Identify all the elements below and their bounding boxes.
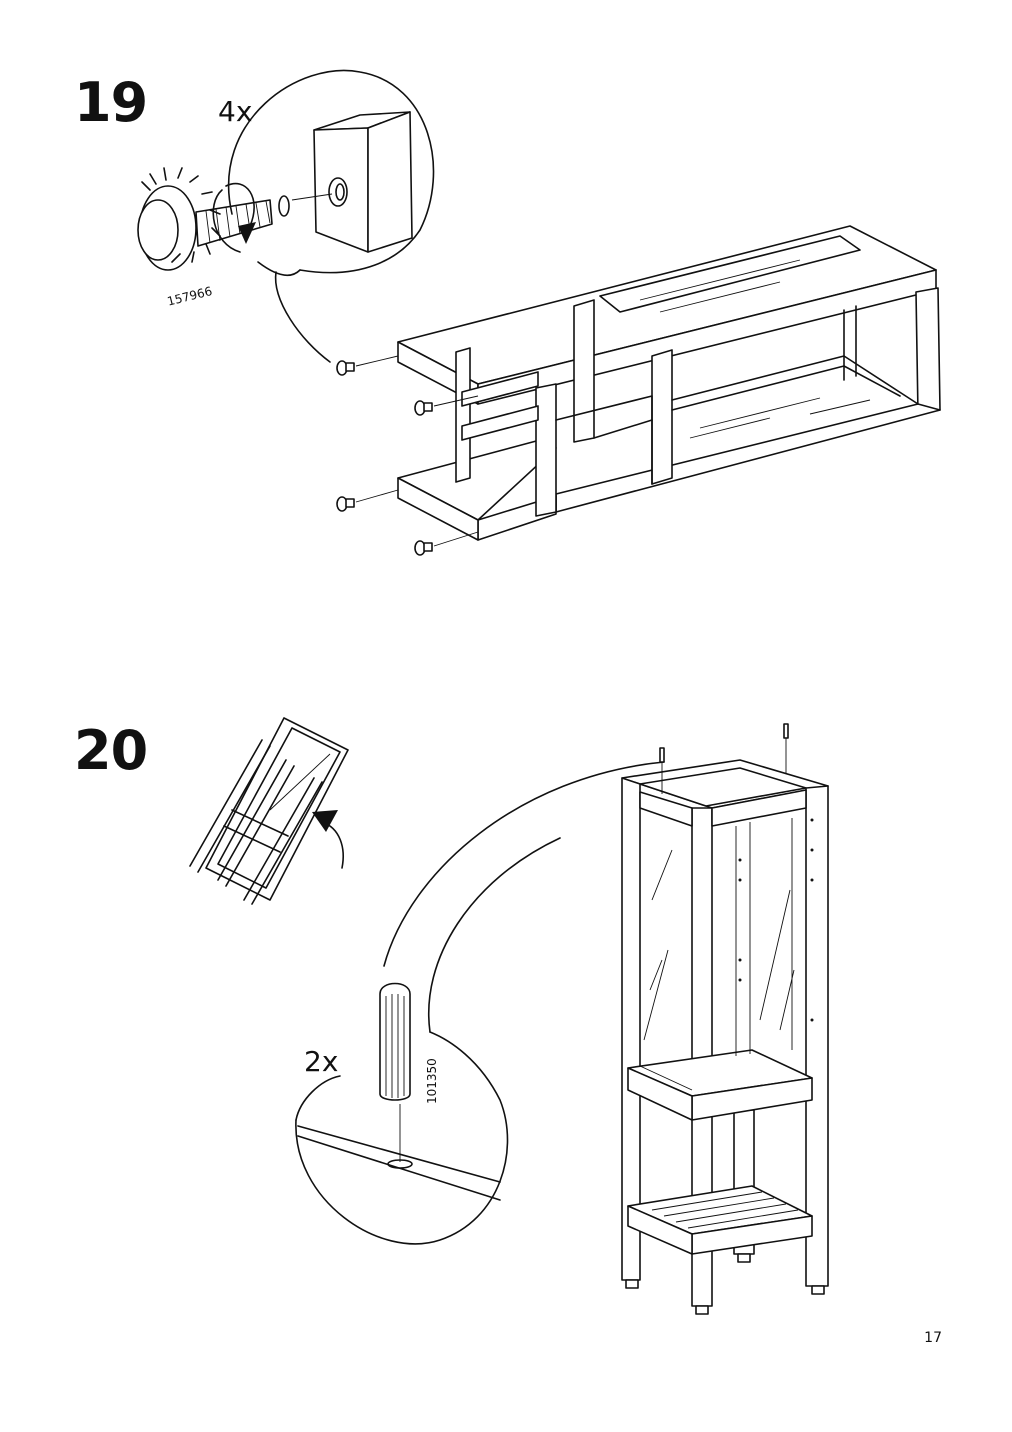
flip-arrow-icon: [312, 810, 344, 869]
leveling-foot-icon: [414, 531, 479, 556]
tilted-frame-small: [189, 717, 349, 905]
cabinet-standing: [621, 723, 829, 1315]
leveling-foot-icon: [414, 395, 479, 416]
dowel-icon: [379, 982, 411, 1101]
step-20-detail-circle: [295, 761, 665, 1245]
leveling-foot-icon: [137, 167, 290, 271]
step-19-quantity: 4x: [218, 95, 253, 128]
step-20-number: 20: [74, 719, 148, 782]
shelf-pin-holes: [738, 818, 814, 1022]
step-19-detail-circle: [227, 69, 435, 363]
leveling-foot-icon: [336, 489, 399, 512]
frame-step-19: [397, 225, 941, 541]
page-number: 17: [924, 1330, 942, 1346]
leveling-foot-icon: [336, 355, 399, 376]
feet-insertion: [336, 355, 479, 556]
rotate-arrow-icon: [212, 182, 256, 253]
post-end-block: [291, 111, 413, 253]
step-20-quantity: 2x: [304, 1045, 339, 1078]
step-19-number: 19: [74, 71, 148, 134]
